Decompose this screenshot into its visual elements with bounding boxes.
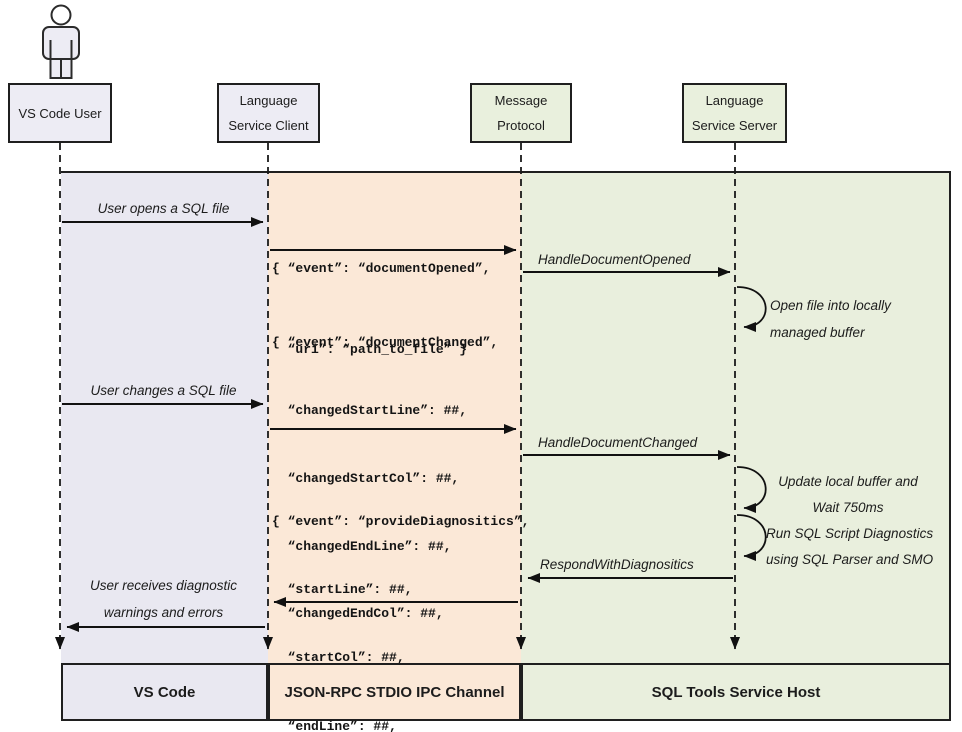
note-update-buffer: Update local buffer and Wait 750ms <box>752 469 944 520</box>
lane-service-host <box>521 172 951 663</box>
message-label-respond-with-diagnostics: RespondWithDiagnositics <box>540 557 694 572</box>
code-line: { “event”: “documentOpened”, <box>272 261 491 276</box>
code-line: “changedStartLine”: ##, <box>272 402 468 418</box>
payload-document-opened: { “event”: “documentOpened”, “uri”: “pat… <box>272 201 490 417</box>
code-line: “changedEndCol”: ##, <box>272 606 444 622</box>
code-line: “uri”: “path_to_file” } <box>272 342 468 357</box>
note-line: Open file into locally <box>770 298 891 313</box>
footer-label: SQL Tools Service Host <box>651 683 821 701</box>
actor-box-vscode-user: VS Code User <box>8 83 112 143</box>
user-actor-icon <box>42 4 80 79</box>
actor-box-language-service-server: Language Service Server <box>682 83 787 143</box>
actor-label: Language <box>705 93 764 108</box>
message-label-receive-diagnostics: User receives diagnostic warnings and er… <box>61 572 266 626</box>
note-line: using SQL Parser and SMO <box>766 551 934 567</box>
note-line: Wait 750ms <box>812 499 884 515</box>
payload-provide-diagnostics: { “event”: “provideDiagnositics”, “start… <box>272 465 529 732</box>
payload-document-changed: { “event”: “documentChanged”, “changedSt… <box>272 287 522 732</box>
footer-label: VS Code <box>133 683 196 701</box>
footer-box-service-host: SQL Tools Service Host <box>521 663 951 721</box>
actor-box-language-service-client: Language Service Client <box>217 83 320 143</box>
footer-box-vscode: VS Code <box>61 663 268 721</box>
lane-vscode <box>61 172 268 663</box>
footer-label: JSON-RPC STDIO IPC Channel <box>284 683 505 701</box>
note-run-diagnostics: Run SQL Script Diagnostics using SQL Par… <box>766 521 933 572</box>
code-line: { “event”: “documentChanged”, <box>272 335 499 351</box>
message-label-handle-document-opened: HandleDocumentOpened <box>538 252 691 267</box>
actor-label: Service Server <box>691 118 778 133</box>
note-line: Run SQL Script Diagnostics <box>766 526 934 541</box>
label-line: User receives diagnostic <box>89 578 238 593</box>
message-label-change-file: User changes a SQL file <box>90 383 237 398</box>
code-line: “startCol”: ##, <box>272 650 405 666</box>
actor-label: Language <box>239 93 298 108</box>
code-line: { “event”: “provideDiagnositics”, <box>272 513 530 529</box>
note-line: managed buffer <box>770 325 865 340</box>
note-open-file-buffer: Open file into locally managed buffer <box>770 292 891 346</box>
label-line: warnings and errors <box>103 605 224 620</box>
message-label-handle-document-changed: HandleDocumentChanged <box>538 435 698 450</box>
code-line: “endLine”: ##, <box>272 718 397 732</box>
actor-label: Service Client <box>228 118 309 133</box>
message-label-open-file: User opens a SQL file <box>97 201 230 216</box>
actor-box-message-protocol: Message Protocol <box>470 83 572 143</box>
note-line: Update local buffer and <box>778 474 918 489</box>
code-line: “startLine”: ##, <box>272 581 413 597</box>
actor-label: VS Code User <box>18 105 102 121</box>
actor-label: Protocol <box>497 118 545 133</box>
code-line: “changedStartCol”: ##, <box>272 470 460 486</box>
code-line: “changedEndLine”: ##, <box>272 538 452 554</box>
footer-box-ipc-channel: JSON-RPC STDIO IPC Channel <box>268 663 521 721</box>
lane-ipc-channel <box>268 172 521 663</box>
actor-label: Message <box>494 93 548 108</box>
